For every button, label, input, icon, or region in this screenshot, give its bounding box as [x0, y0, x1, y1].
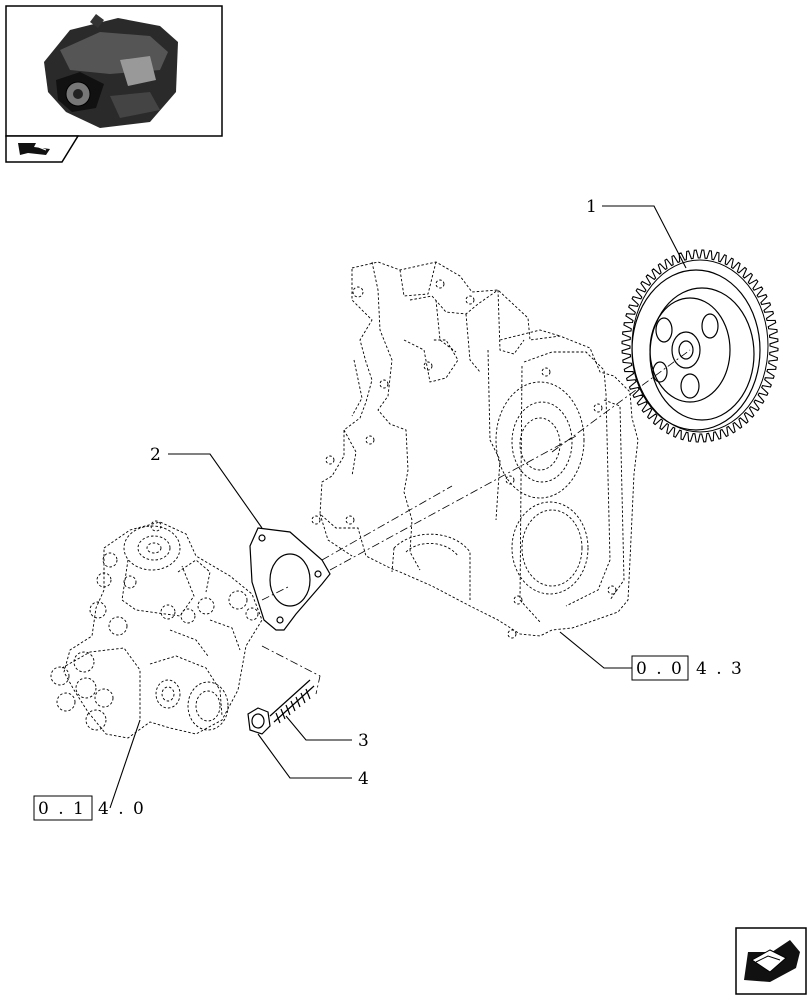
callout-1[interactable]: 1: [586, 197, 687, 269]
gear: [621, 249, 779, 443]
previous-page-arrow-icon: [18, 143, 50, 155]
thumbnail-tab[interactable]: [5, 135, 80, 163]
ref-timing-case[interactable]: 0 . 0 4 . 3: [559, 631, 744, 681]
callout-4[interactable]: 4: [257, 733, 369, 789]
callout-2[interactable]: 2: [150, 445, 263, 529]
engine-thumbnail-icon: [44, 14, 178, 128]
ref-pump[interactable]: 0 . 1 4 . 0: [33, 719, 146, 821]
stud: [269, 679, 315, 724]
ref-pump-box: 0 . 1: [38, 799, 86, 819]
ref-timing-case-tail: 4 . 3: [696, 659, 744, 679]
gasket: [249, 527, 331, 631]
next-page-button[interactable]: [735, 927, 807, 995]
next-page-arrow-icon: [744, 940, 800, 982]
nut: [247, 707, 271, 735]
callout-3-label: 3: [358, 731, 369, 751]
ref-timing-case-box: 0 . 0: [636, 659, 684, 679]
engine-thumbnail[interactable]: [5, 5, 223, 137]
callout-1-label: 1: [586, 197, 597, 217]
callout-4-label: 4: [358, 769, 369, 789]
timing-case-housing: [311, 261, 639, 639]
ref-pump-tail: 4 . 0: [98, 799, 146, 819]
callout-3[interactable]: 3: [285, 715, 369, 751]
assembly-centerlines: [261, 349, 691, 695]
callout-2-label: 2: [150, 445, 161, 465]
injection-pump: [50, 520, 263, 739]
